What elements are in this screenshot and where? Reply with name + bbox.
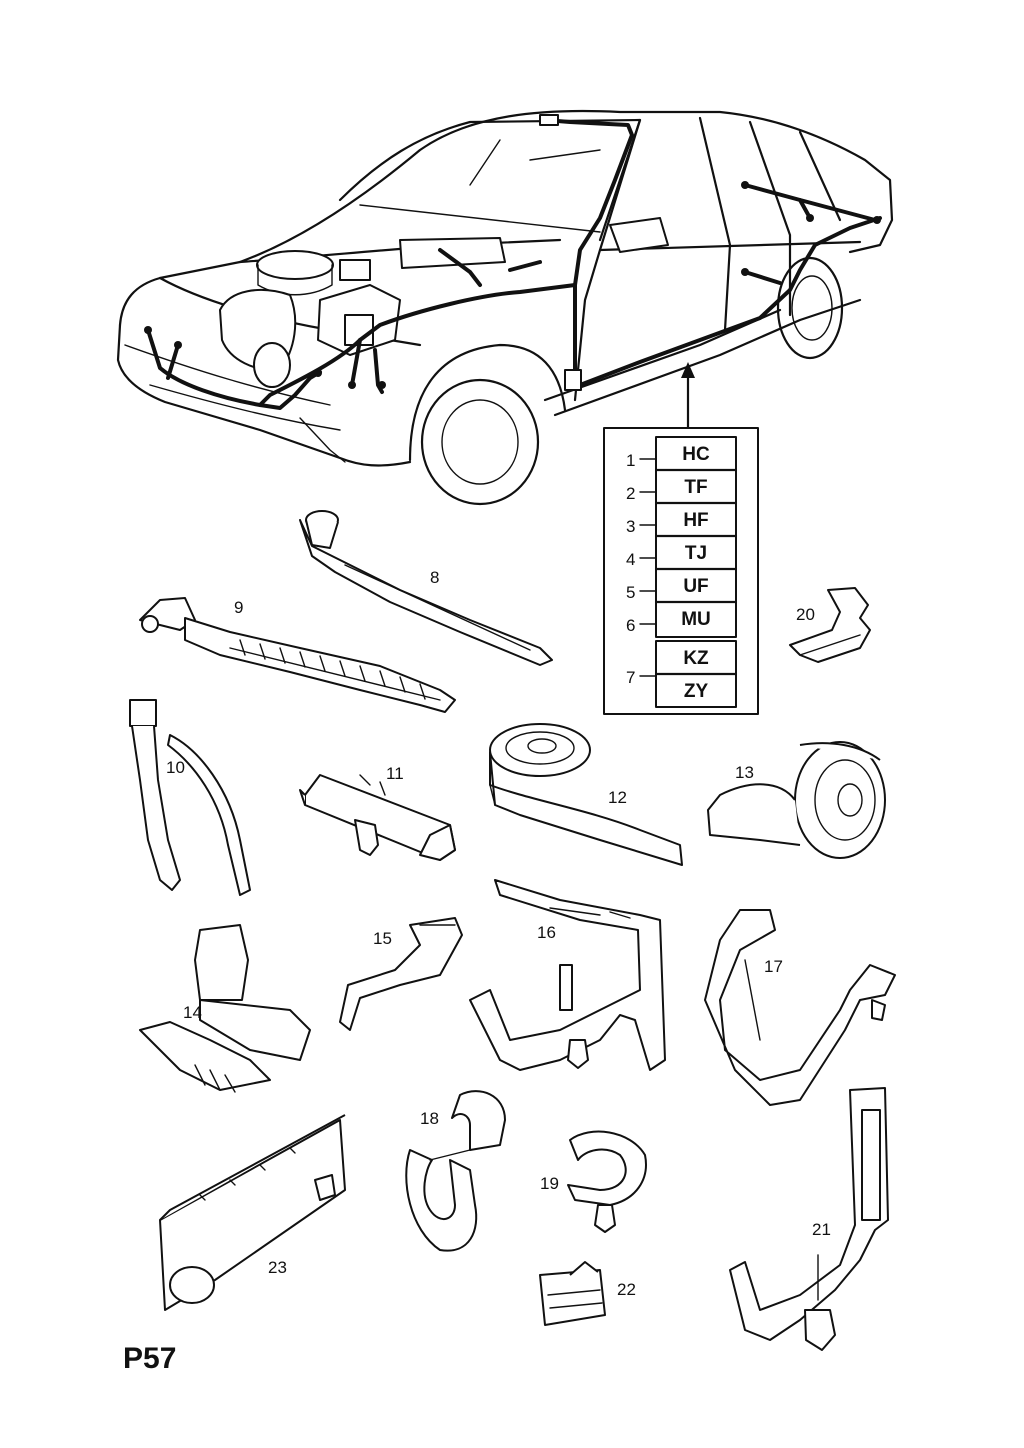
callout-13: 13 — [735, 763, 754, 782]
part-9-strap: 9 — [139, 597, 456, 713]
variant-index-7: 7 — [626, 668, 635, 687]
callout-8: 8 — [430, 568, 439, 587]
part-13-foam-roll: 13 — [707, 741, 886, 859]
car-illustration — [116, 109, 894, 506]
variant-index-6: 6 — [626, 616, 635, 635]
callout-15: 15 — [373, 929, 392, 948]
page-code: P57 — [123, 1342, 176, 1375]
callout-21: 21 — [812, 1220, 831, 1239]
part-15-bent-clip: 15 — [339, 917, 463, 1031]
callout-20: 20 — [796, 605, 815, 624]
part-20-clip: 20 — [789, 587, 871, 663]
variant-index-1: 1 — [626, 451, 635, 470]
callout-19: 19 — [540, 1174, 559, 1193]
callout-22: 22 — [617, 1280, 636, 1299]
part-8-cable-tie: 8 — [299, 510, 553, 666]
variant-code-tj: TJ — [685, 543, 707, 564]
part-12-tape-roll: 12 — [489, 723, 683, 866]
variant-index-4: 4 — [626, 550, 635, 569]
callout-14: 14 — [183, 1003, 202, 1022]
callout-12: 12 — [608, 788, 627, 807]
variant-code-tf: TF — [684, 477, 707, 498]
part-23-cover-panel: 23 — [159, 1114, 346, 1311]
variant-index-2: 2 — [626, 484, 635, 503]
variant-code-hf: HF — [683, 510, 708, 531]
callout-9: 9 — [234, 598, 243, 617]
pointer-arrow — [681, 362, 695, 430]
variant-index-5: 5 — [626, 583, 635, 602]
callout-23: 23 — [268, 1258, 287, 1277]
part-21-tall-bracket: 21 — [729, 1087, 889, 1351]
variant-table: 1 2 3 4 5 6 7 HC TF HF TJ UF MU KZ ZY — [603, 427, 759, 715]
variant-code-mu: MU — [681, 609, 711, 630]
part-18-double-clip: 18 — [405, 1090, 506, 1252]
callout-11: 11 — [386, 764, 404, 783]
part-22-small-clip: 22 — [539, 1261, 636, 1326]
part-10-cable-tie: 10 — [129, 699, 251, 896]
callout-18: 18 — [420, 1109, 439, 1128]
variant-code-uf: UF — [683, 576, 708, 597]
part-16-long-bracket: 16 — [469, 879, 666, 1071]
part-11-channel: 11 — [299, 764, 456, 861]
variant-code-hc: HC — [682, 444, 710, 465]
variant-code-kz: KZ — [683, 648, 709, 669]
callout-10: 10 — [166, 758, 185, 777]
part-17-loop-bracket: 17 — [704, 909, 896, 1106]
variant-index-3: 3 — [626, 517, 635, 536]
callout-16: 16 — [537, 923, 556, 942]
part-14-bracket: 14 — [139, 924, 311, 1093]
part-19-ring-clip: 19 — [540, 1130, 647, 1233]
callout-17: 17 — [764, 957, 783, 976]
variant-code-zy: ZY — [684, 681, 709, 702]
